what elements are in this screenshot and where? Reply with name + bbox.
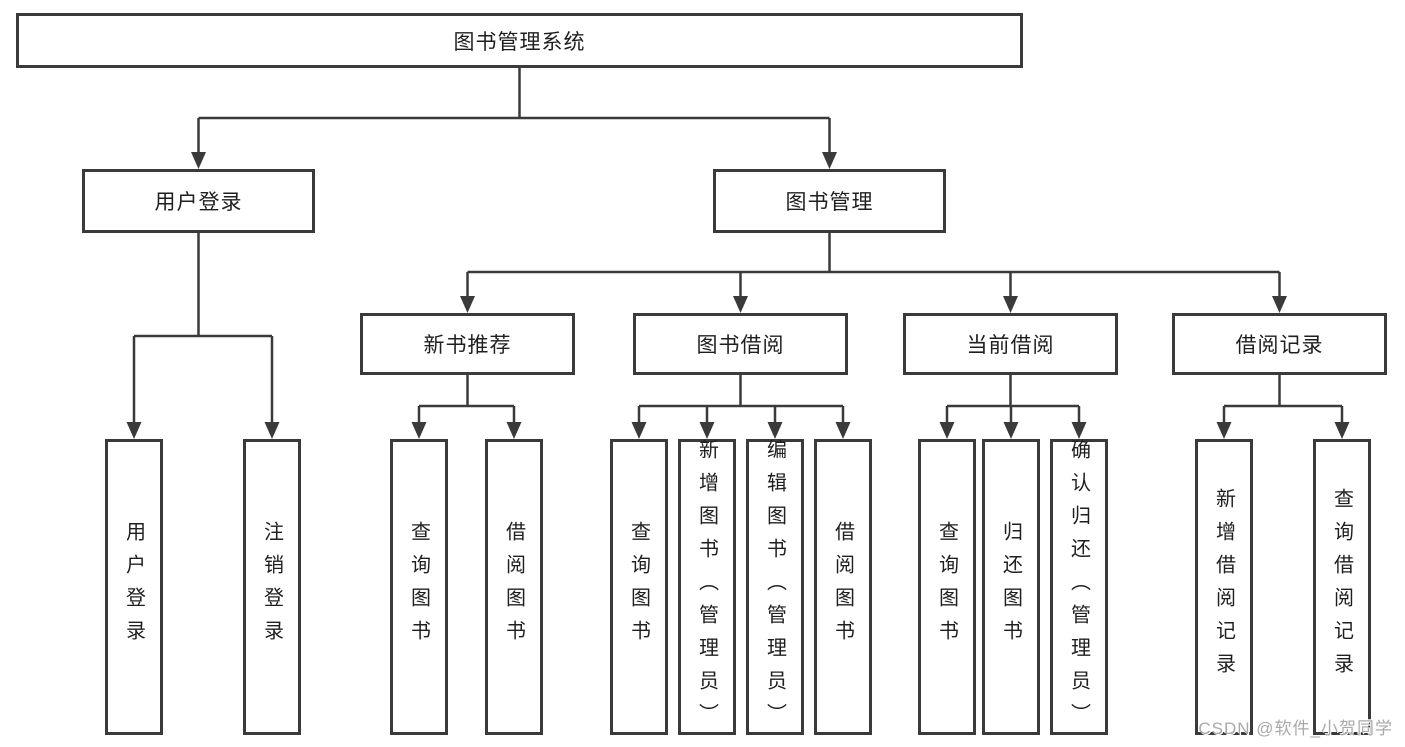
connector-paths (132, 68, 1344, 422)
leaf-borrow-book: 借阅图书 (814, 439, 872, 735)
leaf-current-query-book-label: 查询图书 (935, 521, 958, 653)
node-book-management: 图书管理 (713, 169, 946, 233)
arrowheads (126, 152, 1350, 439)
leaf-current-query-book: 查询图书 (918, 439, 976, 735)
node-user-login: 用户登录 (82, 169, 315, 233)
node-root-label: 图书管理系统 (453, 30, 586, 54)
leaf-recommend-query-book: 查询图书 (390, 439, 448, 735)
node-book-management-label: 图书管理 (785, 191, 874, 214)
node-new-book-recommend: 新书推荐 (360, 313, 575, 375)
leaf-logout-label: 注销登录 (260, 521, 283, 653)
leaf-add-borrow-record-label: 新增借阅记录 (1212, 488, 1235, 686)
node-user-login-label: 用户登录 (154, 191, 243, 214)
leaf-borrow-query-book: 查询图书 (610, 439, 668, 735)
leaf-add-book-admin-label: 新增图书（管理员） (695, 438, 718, 736)
leaf-return-book-label: 归还图书 (999, 521, 1022, 653)
leaf-user-login-label: 用户登录 (122, 521, 145, 653)
leaf-user-login: 用户登录 (105, 439, 163, 735)
node-borrow-record-label: 借阅记录 (1235, 334, 1324, 357)
leaf-borrow-query-book-label: 查询图书 (627, 521, 650, 653)
leaf-add-borrow-record: 新增借阅记录 (1195, 439, 1253, 735)
leaf-recommend-borrow-book: 借阅图书 (485, 439, 543, 735)
node-book-borrow: 图书借阅 (633, 313, 848, 375)
leaf-edit-book-admin: 编辑图书（管理员） (746, 438, 804, 736)
leaf-add-book-admin: 新增图书（管理员） (678, 438, 736, 736)
leaf-confirm-return-admin-label: 确认归还（管理员） (1067, 438, 1090, 736)
node-current-borrow: 当前借阅 (903, 313, 1118, 375)
csdn-watermark: CSDN @软件_小贺同学 (1198, 719, 1393, 738)
node-current-borrow-label: 当前借阅 (966, 334, 1055, 357)
node-new-book-recommend-label: 新书推荐 (423, 334, 512, 357)
node-book-borrow-label: 图书借阅 (696, 334, 785, 357)
leaf-confirm-return-admin: 确认归还（管理员） (1050, 438, 1108, 736)
leaf-recommend-query-book-label: 查询图书 (407, 521, 430, 653)
leaf-recommend-borrow-book-label: 借阅图书 (502, 521, 525, 653)
leaf-query-borrow-record-label: 查询借阅记录 (1330, 488, 1353, 686)
leaf-edit-book-admin-label: 编辑图书（管理员） (763, 438, 786, 736)
node-borrow-record: 借阅记录 (1172, 313, 1387, 375)
leaf-return-book: 归还图书 (982, 439, 1040, 735)
leaf-borrow-book-label: 借阅图书 (831, 521, 854, 653)
node-root: 图书管理系统 (16, 13, 1023, 68)
leaf-logout: 注销登录 (243, 439, 301, 735)
leaf-query-borrow-record: 查询借阅记录 (1313, 439, 1371, 735)
